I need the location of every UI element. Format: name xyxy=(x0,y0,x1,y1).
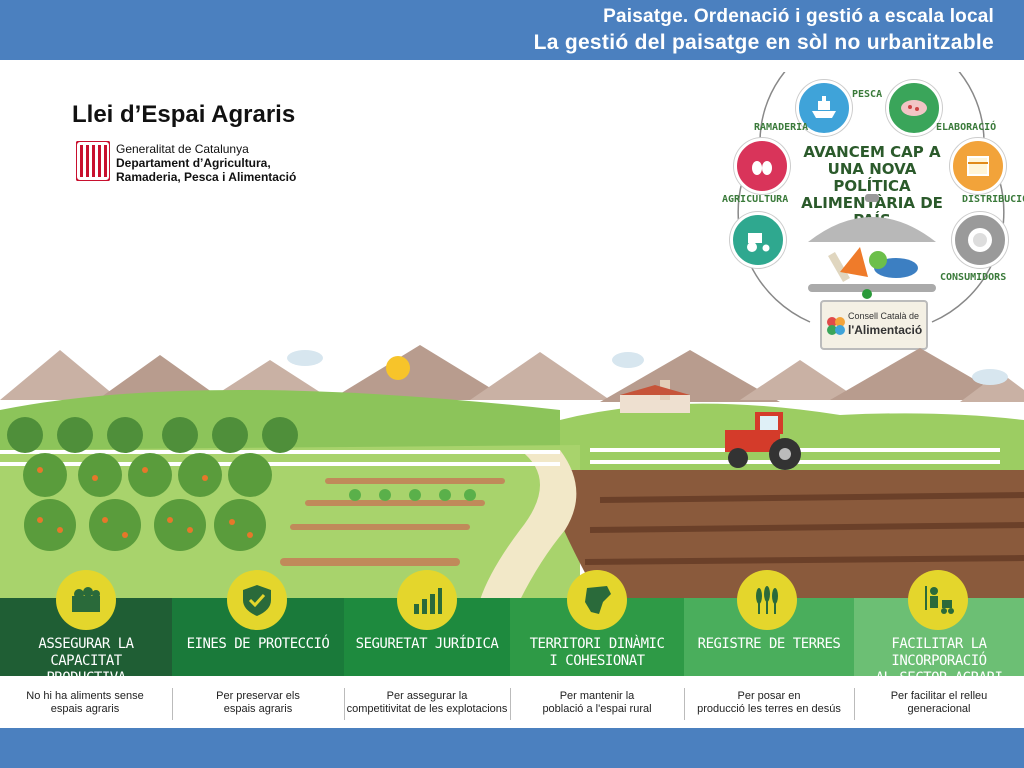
divider xyxy=(172,688,173,720)
node-label-elaboracio: ELABORACIÓ xyxy=(936,122,997,133)
institution-line3: Ramaderia, Pesca i Alimentació xyxy=(116,170,297,184)
institution-line1: Generalitat de Catalunya xyxy=(116,142,249,156)
node-label-agricultura: AGRICULTURA xyxy=(722,194,789,205)
pillar-2-title-line1: EINES DE PROTECCIÓ xyxy=(186,636,330,652)
node-label-ramaderia: RAMADERIA xyxy=(754,122,809,133)
crate-icon xyxy=(56,570,116,630)
node-label-distribucio: DISTRIBUCIÓ xyxy=(962,194,1024,205)
pillar-1-title-line2: PRODUCTIVA xyxy=(46,670,126,686)
bar-chart-icon xyxy=(397,570,457,630)
headline-line2: UNA NOVA POLÍTICA xyxy=(827,160,917,195)
divider xyxy=(344,688,345,720)
institution-logo: Generalitat de Catalunya Departament d’A… xyxy=(76,141,326,184)
pillars-band: ASSEGURAR LA CAPACITAT PRODUCTIVA EINES … xyxy=(0,598,1024,686)
pillar-2-desc: Per preservar els espais agraris xyxy=(172,690,344,716)
eggs-icon xyxy=(734,138,790,194)
pillar-4-desc-line1: Per mantenir la xyxy=(559,690,635,702)
pillar-5-desc: Per posar en producció les terres en des… xyxy=(684,690,854,716)
landscape-illustration xyxy=(0,345,1024,600)
pillar-3-title-line1: SEGURETAT JURÍDICA xyxy=(355,636,499,652)
box-icon xyxy=(950,138,1006,194)
senyera-icon xyxy=(76,141,110,181)
pillar-2-desc-line1: Per preservar els xyxy=(216,690,300,702)
pillar-3-desc-line1: Per assegurar la xyxy=(386,690,468,702)
header-bar: Paisatge. Ordenació i gestió a escala lo… xyxy=(0,0,1024,60)
ship-icon xyxy=(796,80,852,136)
pillar-3-desc: Per assegurar la competitivitat de les e… xyxy=(344,690,510,716)
node-label-pesca: PESCA xyxy=(852,89,883,100)
footer-bar xyxy=(0,728,1024,768)
council-label: Consell Català de l'Alimentació xyxy=(820,300,928,350)
pillar-4-title-line1: TERRITORI DINÀMIC xyxy=(529,636,665,652)
pillar-6-desc-line1: Per facilitar el relleu xyxy=(890,690,988,702)
sausage-icon xyxy=(886,80,942,136)
pillar-6-desc: Per facilitar el relleu generacional xyxy=(854,690,1024,716)
divider xyxy=(684,688,685,720)
pillar-4-title: TERRITORI DINÀMIC I COHESIONAT xyxy=(510,636,684,670)
pillar-6-title-line1: FACILITAR LA INCORPORACIÓ xyxy=(891,636,987,669)
pillar-5-title: REGISTRE DE TERRES xyxy=(684,636,854,653)
pillar-1-desc-line2: espais agraris xyxy=(50,703,120,715)
pillar-5-desc-line1: Per posar en xyxy=(737,690,801,702)
pillar-3-desc-line2: competitivitat de les explotacions xyxy=(346,703,508,715)
pillar-1-desc-line1: No hi ha aliments sense xyxy=(26,690,144,702)
plate-icon xyxy=(952,212,1008,268)
pillar-2-desc-line2: espais agraris xyxy=(223,703,293,715)
pillar-6-title-line2: AL SECTOR AGRARI xyxy=(875,670,1003,686)
institution-line2: Departament d’Agricultura, xyxy=(116,156,271,170)
pillar-2-title: EINES DE PROTECCIÓ xyxy=(172,636,344,653)
tractor-icon xyxy=(730,212,786,268)
cycle-headline: AVANCEM CAP A UNA NOVA POLÍTICA ALIMENTÀ… xyxy=(792,144,952,229)
shield-check-icon xyxy=(227,570,287,630)
pillar-3-title: SEGURETAT JURÍDICA xyxy=(344,636,510,653)
pillar-4-desc: Per mantenir la població a l'espai rural xyxy=(510,690,684,716)
sun-icon xyxy=(386,356,410,380)
pillar-4-title-line2: I COHESIONAT xyxy=(549,653,645,669)
cooking-pot-icon xyxy=(808,194,936,299)
law-title: Llei d’Espai Agraris xyxy=(72,101,296,128)
pillar-1-title-line1: ASSEGURAR LA CAPACITAT xyxy=(38,636,134,669)
pillar-6-desc-line2: generacional xyxy=(907,703,971,715)
header-title: La gestió del paisatge en sòl no urbanit… xyxy=(533,31,994,54)
council-logo-icon xyxy=(827,317,845,335)
node-label-consumidors: CONSUMIDORS xyxy=(940,272,1007,283)
pillar-5-desc-line2: producció les terres en desús xyxy=(697,703,841,715)
council-line1: Consell Català de xyxy=(848,311,920,321)
pillar-5-title-line1: REGISTRE DE TERRES xyxy=(697,636,841,652)
council-line2: l'Alimentació xyxy=(848,323,923,337)
divider xyxy=(510,688,511,720)
tractor-icon xyxy=(725,412,801,470)
divider xyxy=(854,688,855,720)
catalonia-map-icon xyxy=(567,570,627,630)
wheat-icon xyxy=(737,570,797,630)
pillar-6-title: FACILITAR LA INCORPORACIÓ AL SECTOR AGRA… xyxy=(854,636,1024,687)
header-subtitle: Paisatge. Ordenació i gestió a escala lo… xyxy=(603,6,994,27)
pillar-1-title: ASSEGURAR LA CAPACITAT PRODUCTIVA xyxy=(0,636,172,687)
food-policy-cycle: PESCA ELABORACIÓ DISTRIBUCIÓ CONSUMIDORS… xyxy=(700,72,1024,362)
pillar-1-desc: No hi ha aliments sense espais agraris xyxy=(0,690,170,716)
farmer-icon xyxy=(908,570,968,630)
headline-line1: AVANCEM CAP A xyxy=(803,143,941,161)
pillar-4-desc-line2: població a l'espai rural xyxy=(542,703,652,715)
